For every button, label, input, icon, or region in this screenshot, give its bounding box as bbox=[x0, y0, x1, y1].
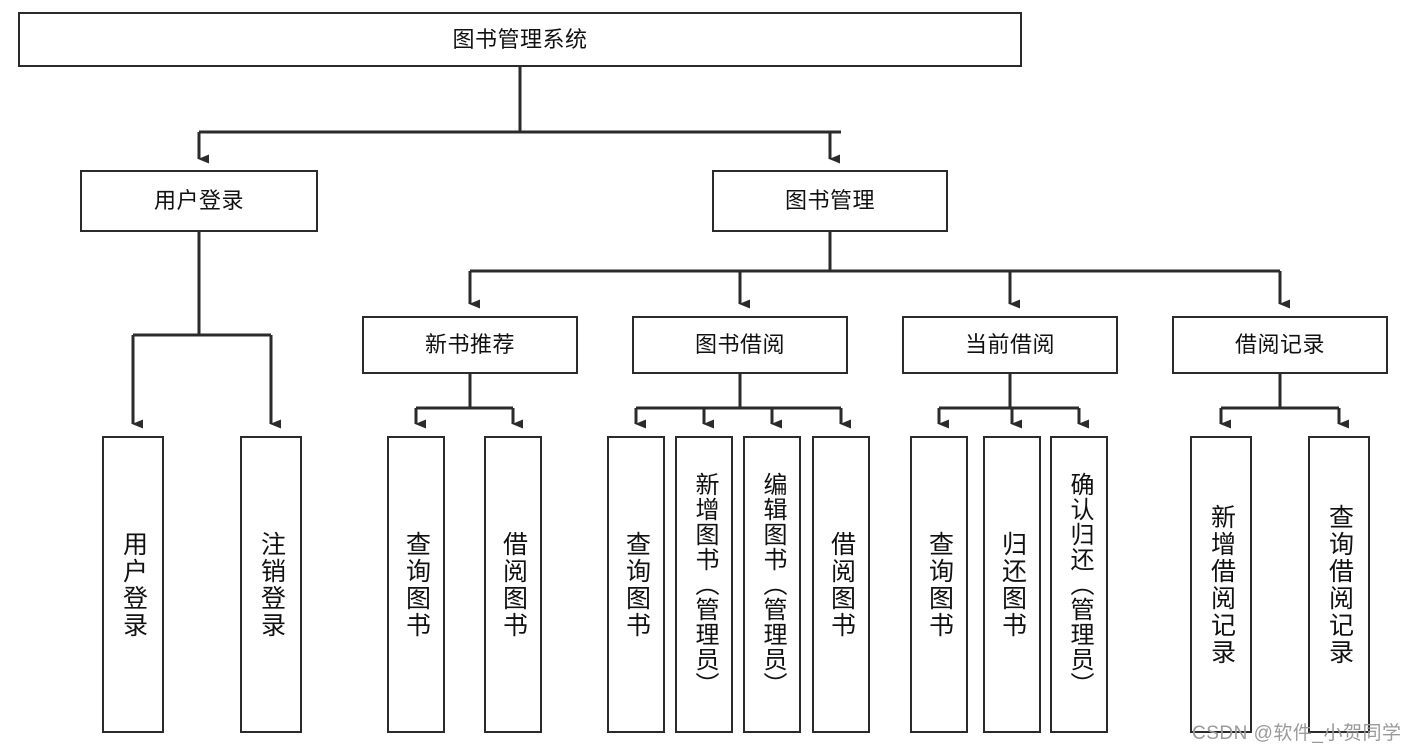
node-label: 查询图书 bbox=[622, 530, 651, 639]
node-book-borrow[interactable]: 图书借阅 bbox=[632, 316, 848, 374]
node-label: 查询图书 bbox=[925, 530, 954, 639]
node-leaf-user-login[interactable]: 用户登录 bbox=[102, 436, 164, 733]
node-leaf-query-book-2[interactable]: 查询图书 bbox=[607, 436, 665, 733]
node-label: 当前借阅 bbox=[964, 332, 1055, 358]
node-leaf-add-record[interactable]: 新增借阅记录 bbox=[1190, 436, 1252, 733]
node-leaf-borrow-book-2[interactable]: 借阅图书 bbox=[812, 436, 870, 733]
node-leaf-borrow-book-1[interactable]: 借阅图书 bbox=[484, 436, 542, 733]
node-label: 图书管理系统 bbox=[452, 26, 588, 52]
node-label: 注销登录 bbox=[257, 530, 286, 639]
node-leaf-logout[interactable]: 注销登录 bbox=[240, 436, 302, 733]
csdn-watermark: CSDN @软件_小贺同学 bbox=[1192, 723, 1402, 744]
node-label: 借阅记录 bbox=[1234, 332, 1325, 358]
node-label: 新增图书（管理员） bbox=[691, 472, 718, 697]
node-user-login[interactable]: 用户登录 bbox=[80, 170, 318, 232]
node-label: 归还图书 bbox=[998, 530, 1027, 639]
node-leaf-return-book[interactable]: 归还图书 bbox=[983, 436, 1041, 733]
node-label: 确认归还（管理员） bbox=[1066, 472, 1093, 697]
node-label: 查询图书 bbox=[402, 530, 431, 639]
node-label: 编辑图书（管理员） bbox=[759, 472, 786, 697]
node-label: 图书借阅 bbox=[694, 332, 785, 358]
node-leaf-query-book-3[interactable]: 查询图书 bbox=[910, 436, 968, 733]
node-label: 借阅图书 bbox=[827, 530, 856, 639]
node-label: 查询借阅记录 bbox=[1325, 503, 1354, 666]
node-label: 用户登录 bbox=[119, 530, 148, 639]
node-label: 新增借阅记录 bbox=[1207, 503, 1236, 666]
node-current-borrow[interactable]: 当前借阅 bbox=[902, 316, 1118, 374]
node-book-management[interactable]: 图书管理 bbox=[712, 170, 948, 232]
node-label: 借阅图书 bbox=[499, 530, 528, 639]
node-new-book-recommend[interactable]: 新书推荐 bbox=[362, 316, 578, 374]
node-leaf-add-book[interactable]: 新增图书（管理员） bbox=[675, 436, 733, 733]
node-leaf-confirm-return[interactable]: 确认归还（管理员） bbox=[1050, 436, 1108, 733]
node-root-title[interactable]: 图书管理系统 bbox=[18, 12, 1022, 67]
node-borrow-record[interactable]: 借阅记录 bbox=[1172, 316, 1388, 374]
node-label: 图书管理 bbox=[784, 188, 875, 214]
node-leaf-query-book-1[interactable]: 查询图书 bbox=[387, 436, 445, 733]
node-leaf-edit-book[interactable]: 编辑图书（管理员） bbox=[743, 436, 801, 733]
node-label: 新书推荐 bbox=[424, 332, 515, 358]
node-leaf-query-record[interactable]: 查询借阅记录 bbox=[1308, 436, 1370, 733]
node-label: 用户登录 bbox=[153, 188, 244, 214]
